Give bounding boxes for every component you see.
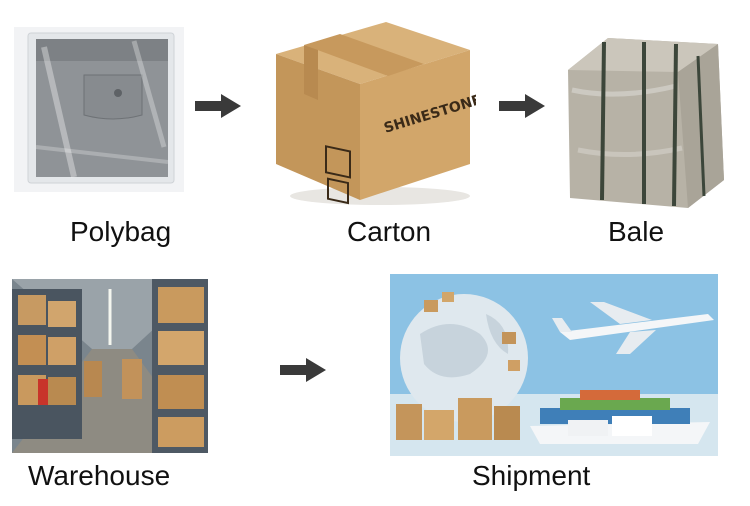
arrow-right-icon <box>280 358 326 382</box>
carton-image: SHINESTONE <box>268 14 476 208</box>
arrow-right-icon <box>195 94 241 118</box>
warehouse-label: Warehouse <box>28 460 171 491</box>
bale-image <box>558 30 730 212</box>
polybag-image <box>14 27 184 192</box>
bale-label: Bale <box>608 216 665 247</box>
shipment-image <box>390 274 718 456</box>
arrow-right-icon <box>499 94 545 118</box>
carton-label: Carton <box>347 216 432 247</box>
polybag-label: Polybag <box>70 216 172 247</box>
shipment-label: Shipment <box>472 460 591 491</box>
warehouse-image <box>12 279 208 453</box>
